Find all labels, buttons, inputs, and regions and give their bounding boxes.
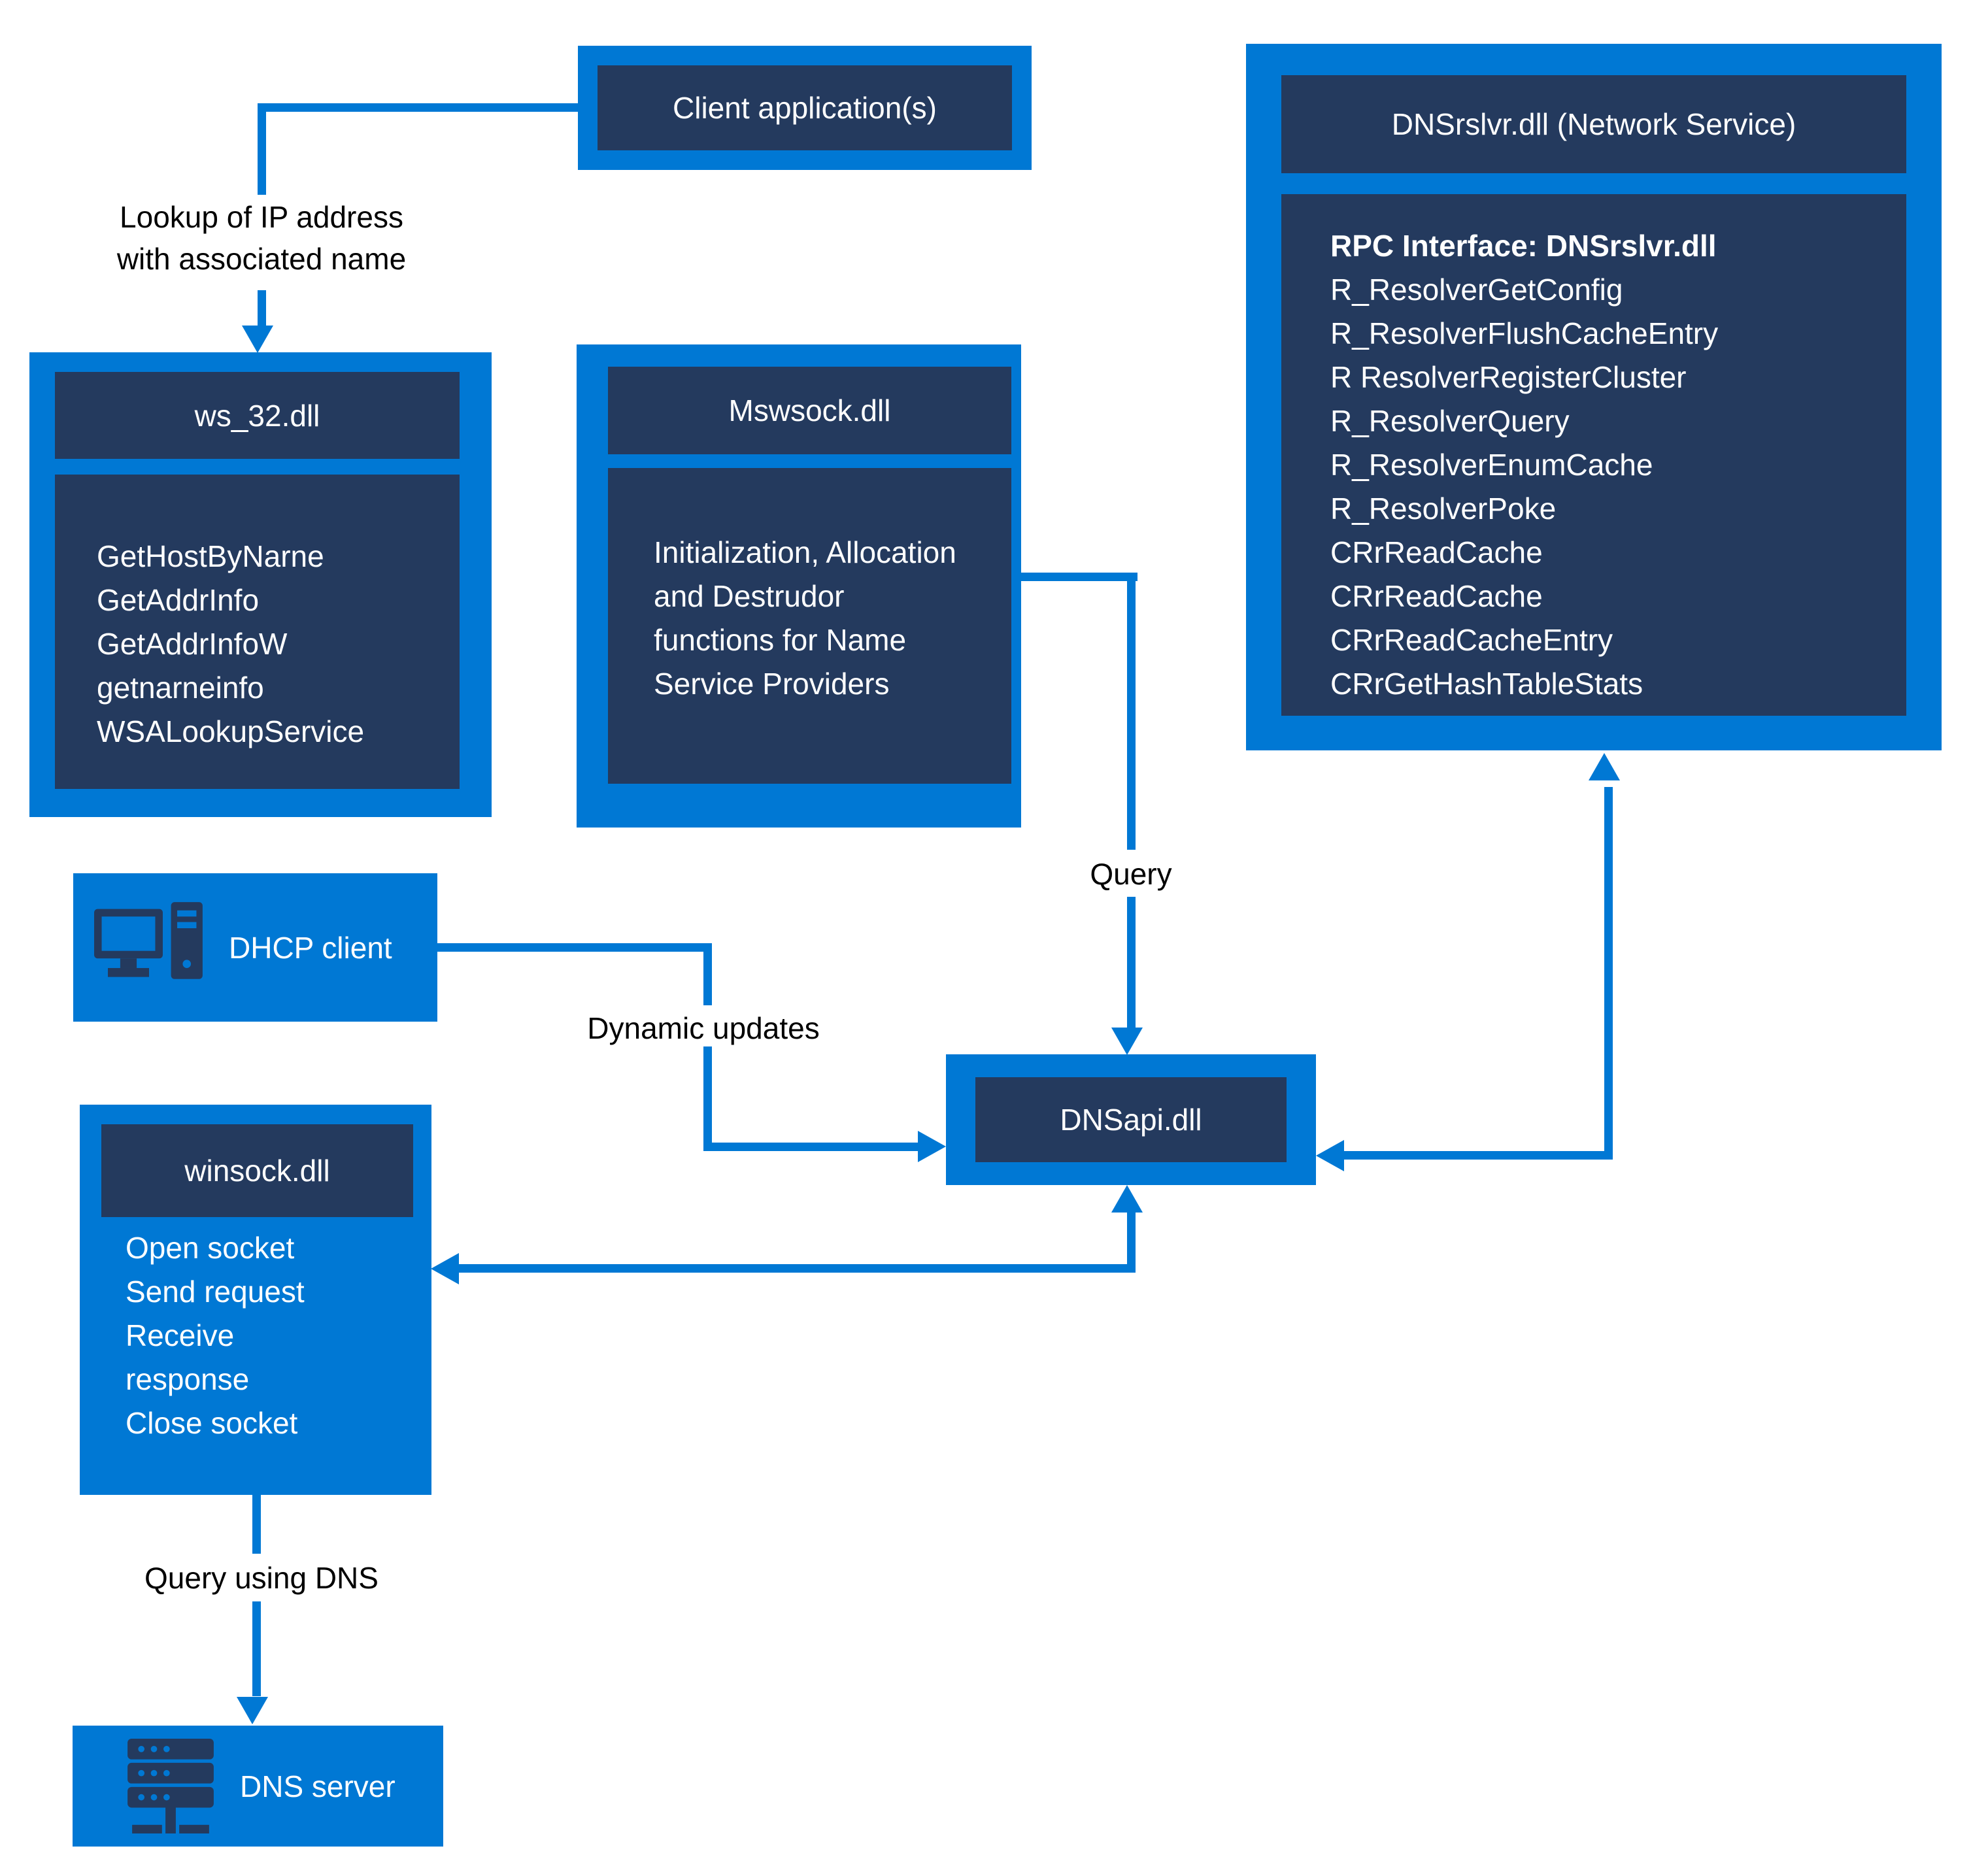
ws32-title: ws_32.dll	[194, 398, 320, 433]
winsock-function: Open socket	[126, 1231, 295, 1265]
connector-mswsock-to-dnsapi-vertical-top	[1127, 573, 1136, 850]
dnsrslvr-function: R_ResolverGetConfig	[1330, 273, 1623, 307]
lookup-label-line1: Lookup of IP address	[120, 200, 403, 234]
dnsrslvr-function: R_ResolverEnumCache	[1330, 448, 1653, 482]
arrowhead-up-into-dnsapi-icon	[1111, 1185, 1143, 1213]
connector-mswsock-to-dnsapi-vertical-bottom	[1127, 897, 1136, 1028]
connector-dhcp-horizontal	[437, 943, 712, 952]
dnsapi-panel: DNSapi.dll	[975, 1077, 1287, 1162]
arrowhead-up-into-dnsrslvr-icon	[1589, 753, 1620, 780]
ws32-function: GetHostByNarne	[97, 539, 324, 573]
dnsrslvr-title: DNSrslvr.dll (Network Service)	[1391, 107, 1796, 141]
arrowhead-down-into-dnsapi-icon	[1111, 1028, 1143, 1055]
arrowhead-left-into-dnsapi-icon	[1316, 1140, 1344, 1171]
ws32-function: GetAddrInfo	[97, 583, 260, 617]
dnsrslvr-function: R ResolverRegisterCluster	[1330, 360, 1687, 394]
connector-winsock-dnsserver-vertical-top	[252, 1495, 261, 1554]
dnsrslvr-function: R_ResolverPoke	[1330, 492, 1557, 526]
winsock-function: Receive response	[126, 1318, 250, 1396]
lookup-label-line2: with associated name	[116, 242, 407, 276]
dnsrslvr-interface-heading: RPC Interface: DNSrslvr.dll	[1330, 229, 1717, 263]
connector-dhcp-horizontal-bottom	[703, 1143, 919, 1151]
dnsrslvr-function: CRrReadCache	[1330, 535, 1543, 569]
mswsock-body-panel: Initialization, Allocation and Destrudor…	[608, 468, 1011, 784]
arrowhead-right-into-dnsapi-icon	[918, 1131, 946, 1162]
client-application-panel: Client application(s)	[598, 65, 1012, 150]
connector-client-to-ws32-vertical-bottom	[258, 290, 266, 331]
server-rack-icon	[127, 1739, 214, 1833]
winsock-title: winsock.dll	[184, 1154, 330, 1188]
query-label: Query	[1090, 857, 1172, 891]
connector-dnsapi-winsock-horizontal	[459, 1264, 1136, 1273]
dnsapi-title: DNSapi.dll	[1060, 1103, 1202, 1137]
dns-server-box: DNS server	[73, 1726, 443, 1847]
dnsrslvr-box: DNSrslvr.dll (Network Service) RPC Inter…	[1246, 44, 1942, 750]
dhcp-client-box: DHCP client	[73, 873, 437, 1022]
dnsrslvr-function: CRrReadCacheEntry	[1330, 623, 1613, 657]
connector-dnsapi-winsock-vertical	[1127, 1211, 1136, 1273]
client-application-box: Client application(s)	[578, 46, 1032, 170]
ws32-function: WSALookupService	[97, 714, 365, 748]
query-using-dns-label: Query using DNS	[144, 1561, 379, 1595]
mswsock-box: Mswsock.dll Initialization, Allocation a…	[577, 344, 1021, 828]
connector-dnsapi-dnsrslvr-vertical	[1604, 787, 1613, 1160]
dynamic-updates-label: Dynamic updates	[587, 1011, 820, 1045]
mswsock-description: Initialization, Allocation and Destrudor…	[654, 535, 956, 701]
connector-dnsapi-dnsrslvr-horizontal	[1342, 1151, 1613, 1160]
lookup-label: Lookup of IP address with associated nam…	[36, 196, 487, 280]
ws32-header-panel: ws_32.dll	[55, 372, 460, 459]
connector-dhcp-vertical-top	[703, 943, 712, 1005]
winsock-function: Send request	[126, 1275, 305, 1309]
dnsrslvr-function: R_ResolverFlushCacheEntry	[1330, 316, 1719, 350]
ws32-function: GetAddrInfoW	[97, 627, 288, 661]
dhcp-client-label: DHCP client	[229, 930, 392, 965]
ws32-body-panel: GetHostByNarne GetAddrInfo GetAddrInfoW …	[55, 475, 460, 789]
connector-mswsock-to-dnsapi-horizontal	[1021, 573, 1137, 581]
dnsrslvr-body-panel: RPC Interface: DNSrslvr.dll R_ResolverGe…	[1281, 194, 1906, 716]
arrowhead-down-into-ws32-icon	[242, 326, 273, 353]
connector-client-to-ws32-vertical-top	[258, 103, 266, 195]
client-application-title: Client application(s)	[673, 91, 937, 125]
connector-client-to-ws32-horizontal	[258, 103, 578, 112]
connector-winsock-dnsserver-vertical-bottom	[252, 1601, 261, 1696]
dnsrslvr-function: CRrReadCache	[1330, 579, 1543, 613]
ws32-box: ws_32.dll GetHostByNarne GetAddrInfo Get…	[29, 352, 492, 817]
mswsock-header-panel: Mswsock.dll	[608, 367, 1011, 454]
dnsapi-box: DNSapi.dll	[946, 1054, 1316, 1185]
ws32-function: getnarneinfo	[97, 671, 264, 705]
winsock-header-panel: winsock.dll	[101, 1124, 413, 1217]
dnsrslvr-header-panel: DNSrslvr.dll (Network Service)	[1281, 75, 1906, 173]
desktop-computer-icon	[94, 901, 203, 979]
mswsock-title: Mswsock.dll	[728, 393, 891, 427]
arrowhead-down-into-dnsserver-icon	[237, 1697, 268, 1724]
connector-dhcp-vertical-bottom	[703, 1046, 712, 1151]
winsock-box: winsock.dll Open socket Send request Rec…	[80, 1105, 431, 1495]
arrowhead-left-into-winsock-icon	[431, 1253, 459, 1284]
dnsrslvr-function: R_ResolverQuery	[1330, 404, 1570, 438]
winsock-function: Close socket	[126, 1406, 298, 1440]
dns-server-label: DNS server	[240, 1769, 396, 1803]
dnsrslvr-function: CRrGetHashTableStats	[1330, 667, 1643, 701]
